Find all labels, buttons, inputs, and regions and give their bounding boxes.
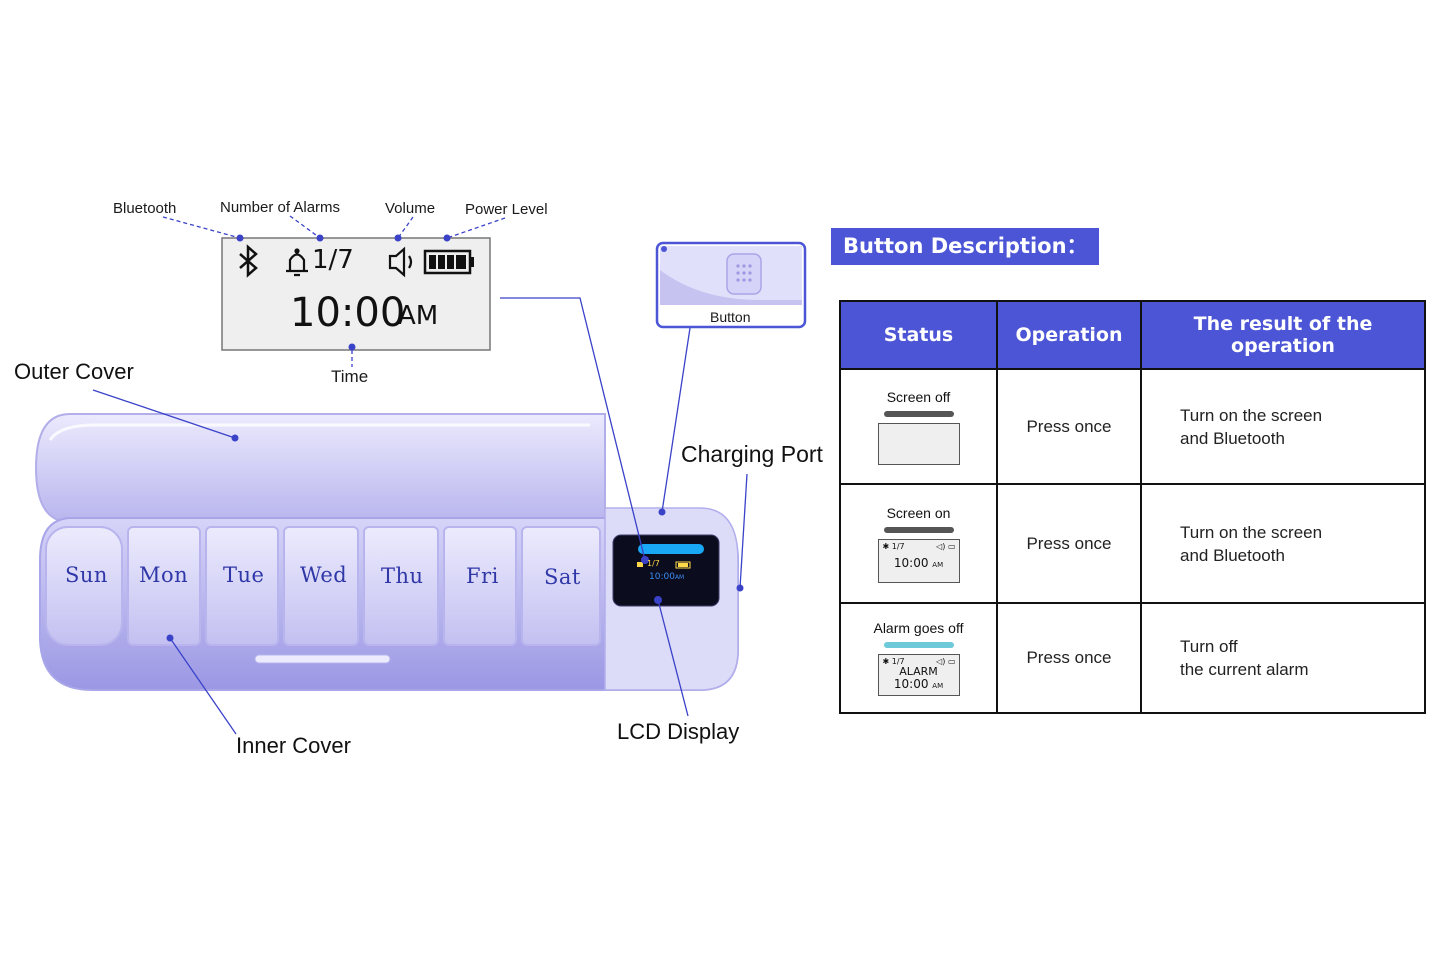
lcd-callout-box: [221, 237, 491, 351]
time-label: Time: [331, 367, 369, 386]
status-cell: Screen on ✱ 1/7 ◁) ▭ 10:00 AM: [839, 483, 998, 604]
day-label: Fri: [466, 564, 499, 588]
result-line: Turn on the screen: [1180, 522, 1323, 542]
volume-label: Volume: [385, 200, 436, 217]
status-label: Screen off: [886, 388, 951, 405]
button-description-title: Button Description：: [831, 228, 1099, 265]
screen-on-preview: ✱ 1/7 ◁) ▭ 10:00 AM: [877, 538, 960, 583]
result-line: and Bluetooth: [1180, 545, 1285, 565]
table-row: Screen off Press once Turn on the screen…: [839, 368, 1426, 485]
result-cell: Turn off the current alarm: [1140, 602, 1426, 714]
status-label: Alarm goes off: [873, 620, 964, 636]
outer-cover-label: Outer Cover: [14, 359, 134, 384]
operation-header: Operation: [996, 300, 1142, 370]
button-label: Button: [710, 309, 751, 325]
operation-cell: Press once: [996, 602, 1142, 714]
lcd-time: 10:00: [290, 290, 406, 336]
lcd-ampm: AM: [398, 301, 439, 331]
device-screen-icons: [637, 561, 691, 569]
table-row: Screen on ✱ 1/7◁) ▭ 10:00 AM Press once …: [839, 483, 1426, 604]
day-label: Wed: [300, 563, 348, 587]
result-header: The result of the operation: [1140, 300, 1426, 370]
mini-alarm-text: ALARM: [899, 665, 938, 678]
battery-icon: [423, 249, 474, 275]
day-label: Thu: [381, 564, 424, 588]
mini-battery-icon: ◁) ▭: [936, 541, 956, 551]
screen-bar: [883, 526, 954, 533]
table-header-row: Status Operation The result of the opera…: [839, 300, 1426, 370]
button-description-table: Status Operation The result of the opera…: [839, 300, 1426, 714]
mini-time: 10:00 AM: [893, 677, 944, 691]
lcd-display-label: LCD Display: [617, 719, 740, 744]
status-cell: Alarm goes off ✱ 1/7 ◁) ▭ ALARM 10:00 AM: [839, 602, 998, 714]
inner-cover-label: Inner Cover: [236, 733, 351, 758]
operation-cell: Press once: [996, 368, 1142, 485]
lcd-alarm-count: 1/7: [312, 245, 354, 275]
bell-icon: [286, 248, 308, 277]
alarms-label: Number of Alarms: [220, 199, 341, 216]
mini-battery-icon: ◁) ▭: [936, 657, 956, 666]
device-time: 10:00AM: [649, 572, 685, 582]
mini-bluetooth-icon: ✱ 1/7: [882, 657, 905, 666]
outer-cover-shape: [34, 413, 606, 523]
result-cell: Turn on the screen and Bluetooth: [1140, 368, 1426, 485]
day-label: Tue: [223, 563, 265, 587]
result-line: the current alarm: [1180, 660, 1309, 679]
status-header: Status: [839, 300, 998, 370]
day-label: Sat: [544, 565, 581, 589]
button-inset: [655, 241, 807, 329]
alarm-preview: ✱ 1/7 ◁) ▭ ALARM 10:00 AM: [877, 654, 960, 696]
callout-dots: [236, 234, 451, 351]
alarm-bar: [883, 642, 954, 648]
result-line: Turn on the screen: [1180, 405, 1323, 425]
day-label: Mon: [139, 563, 189, 587]
bluetooth-icon: [239, 244, 258, 278]
table-row: Alarm goes off ✱ 1/7◁) ▭ ALARM 10:00 AM …: [839, 602, 1426, 714]
mini-time: 10:00 AM: [893, 555, 944, 570]
day-label: Sun: [65, 563, 108, 587]
mini-bluetooth-icon: ✱ 1/7: [882, 541, 905, 551]
operation-cell: Press once: [996, 483, 1142, 604]
compartments: [45, 526, 601, 646]
result-cell: Turn on the screen and Bluetooth: [1140, 483, 1426, 604]
result-line: Turn off: [1180, 637, 1238, 656]
charging-port-label: Charging Port: [681, 441, 823, 467]
bluetooth-label: Bluetooth: [113, 200, 177, 217]
status-label: Screen on: [886, 504, 951, 521]
device-alarm-count: 1/7: [647, 559, 660, 568]
screen-off-preview: [877, 422, 960, 465]
part-dots: [166, 434, 744, 642]
result-line: and Bluetooth: [1180, 428, 1285, 448]
screen-bar: [883, 410, 954, 417]
status-cell: Screen off: [839, 368, 998, 485]
speaker-icon: [388, 246, 413, 278]
part-leaders: [92, 297, 748, 735]
power-level-label: Power Level: [465, 201, 548, 218]
callout-leaders: [162, 215, 506, 367]
